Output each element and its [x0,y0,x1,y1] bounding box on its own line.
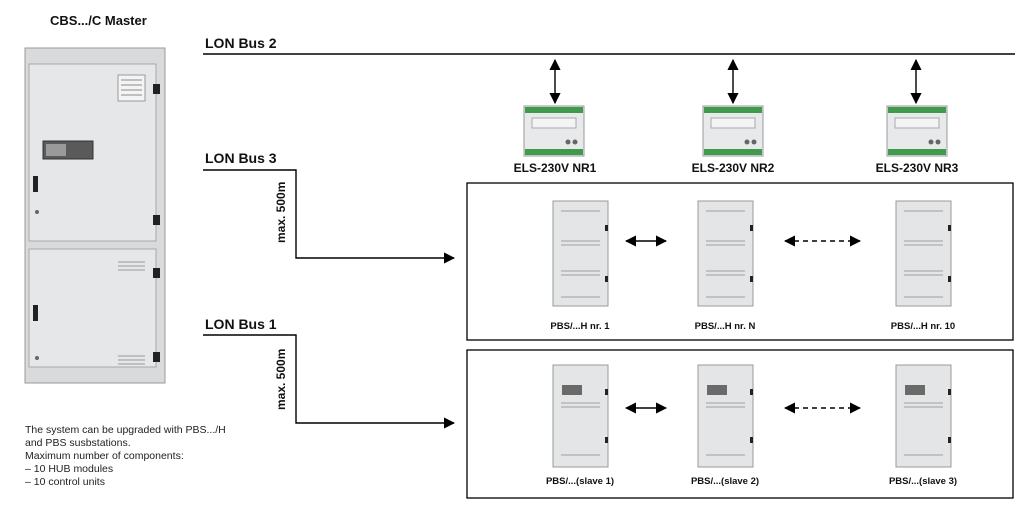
master-title: CBS.../C Master [50,13,147,28]
els-label-3: ELS-230V NR3 [875,161,959,175]
lon-bus-1-label: LON Bus 1 [205,316,277,332]
master-cabinet [24,47,166,384]
pbs-slave-label-1: PBS/...(slave 1) [545,476,615,487]
els-module-1 [523,105,585,157]
lon-bus-1-line [203,334,456,429]
pbs-slave-cabinet-1 [552,364,609,468]
pbs-slave-label-2: PBS/...(slave 2) [690,476,760,487]
pbs-h-label-10: PBS/...H nr. 10 [890,321,956,332]
lon-bus-2-label: LON Bus 2 [205,35,277,51]
pbs-slave-cabinet-3 [895,364,952,468]
els-module-3 [886,105,948,157]
system-note: The system can be upgraded with PBS.../H… [25,424,226,488]
pbs-h-group-box [466,182,1014,341]
pbs-h-cabinet-n [697,200,754,307]
max-distance-bus3: max. 500m [274,181,288,243]
els-label-2: ELS-230V NR2 [691,161,775,175]
max-distance-bus1: max. 500m [274,348,288,410]
pbs-h-label-n: PBS/...H nr. N [694,321,756,332]
pbs-h-label-1: PBS/...H nr. 1 [550,321,610,332]
lon-bus-3-line [203,169,456,264]
pbs-slave-cabinet-2 [697,364,754,468]
pbs-h-cabinet-10 [895,200,952,307]
els-module-2 [702,105,764,157]
pbs-slave-group-box [466,349,1014,499]
lon-bus-3-label: LON Bus 3 [205,150,277,166]
pbs-slave-label-3: PBS/...(slave 3) [888,476,958,487]
els-label-1: ELS-230V NR1 [513,161,597,175]
pbs-h-cabinet-1 [552,200,609,307]
